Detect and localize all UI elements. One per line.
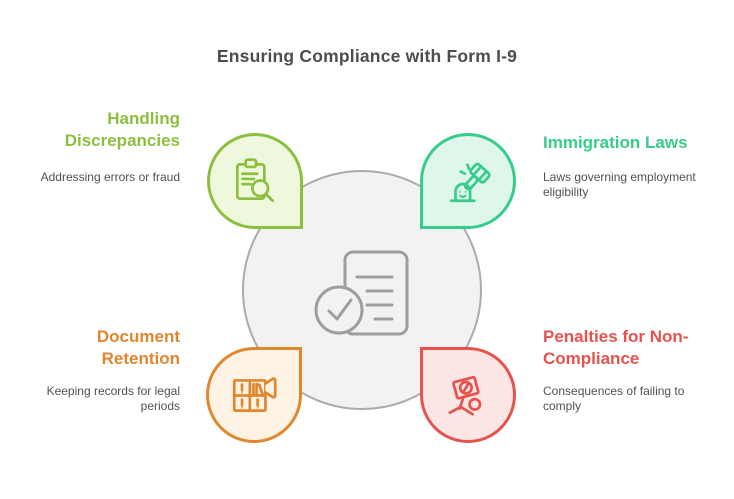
heading-penalties-non-compliance: Penalties for Non-Compliance: [543, 327, 689, 368]
archive-shelf-icon: [232, 377, 277, 412]
leaf-handling-discrepancies: [207, 133, 303, 229]
leaf-penalties-non-compliance: [420, 347, 516, 443]
description-document-retention: Keeping records for legal periods: [46, 384, 180, 413]
heading-document-retention: Document Retention: [96, 327, 180, 368]
gavel-icon: [450, 162, 491, 203]
description-immigration-laws: Laws governing employment eligibility: [543, 170, 696, 199]
clipboard-search-icon: [235, 158, 275, 203]
description-penalties-non-compliance: Consequences of failing to comply: [543, 384, 685, 413]
heading-immigration-laws: Immigration Laws: [543, 133, 688, 152]
description-handling-discrepancies: Addressing errors or fraud: [40, 170, 180, 184]
document-check-icon: [314, 250, 409, 336]
leaf-immigration-laws: [420, 133, 516, 229]
page-title: Ensuring Compliance with Form I-9: [216, 46, 518, 66]
heading-handling-discrepancies: Handling Discrepancies: [64, 109, 180, 150]
leaf-document-retention: [206, 347, 302, 443]
prohibition-sign-icon: [448, 375, 482, 416]
